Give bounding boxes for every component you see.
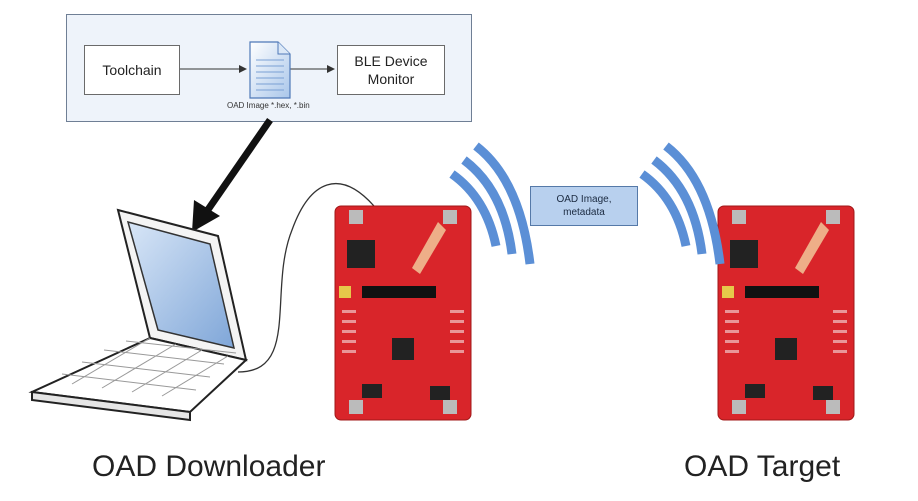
wireless-waves-target [639,142,725,265]
downloader-label: OAD Downloader [92,450,326,483]
toolchain-box: Toolchain [84,45,180,95]
file-icon [249,41,291,99]
wireless-waves-downloader [449,142,535,265]
oad-link-label: OAD Image, metadata [530,186,638,226]
monitor-label-line2: Monitor [367,71,415,87]
toolchain-panel: Toolchain BLE Device Monitor OAD Image *… [66,14,472,122]
download-arrow [192,118,273,232]
monitor-label-line1: BLE Device [354,53,428,69]
target-board [717,205,855,421]
laptop-icon [28,208,249,422]
toolchain-label: Toolchain [102,62,162,78]
downloader-board [334,205,472,421]
file-caption: OAD Image *.hex, *.bin [227,101,310,110]
ble-device-monitor-box: BLE Device Monitor [337,45,445,95]
usb-cable [237,183,375,373]
target-label: OAD Target [684,450,841,483]
